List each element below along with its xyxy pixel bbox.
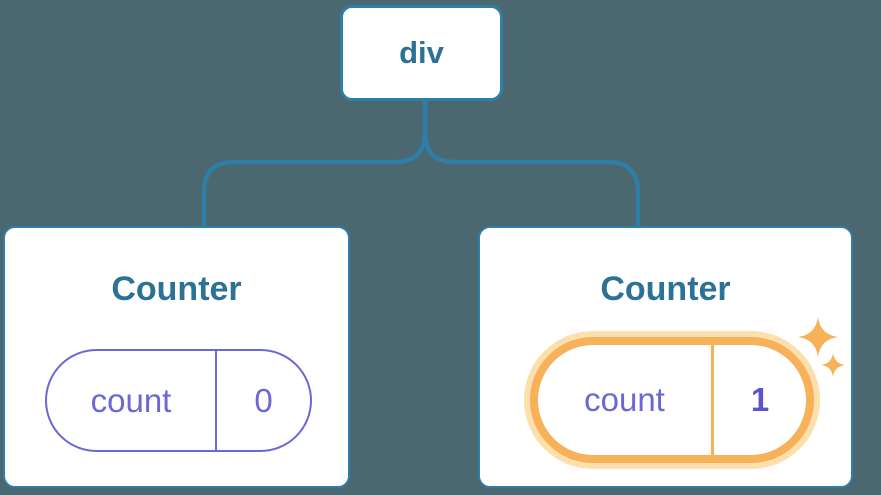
connector-left-branch xyxy=(201,101,428,229)
sparkle-icon xyxy=(798,317,845,377)
state-key-label: count xyxy=(584,381,665,418)
pill-divider xyxy=(215,351,217,450)
state-value: 1 xyxy=(750,381,770,418)
sparkle-small xyxy=(821,353,845,377)
pill-divider xyxy=(711,345,714,455)
component-title: Counter xyxy=(111,270,242,308)
connector-right-branch xyxy=(422,101,641,229)
tree-connector-lines xyxy=(201,101,641,229)
state-pill: count 0 xyxy=(45,349,312,452)
tree-node-div: div xyxy=(340,5,503,101)
state-value: 0 xyxy=(254,381,273,419)
counter-card-left: Counter count 0 xyxy=(3,226,350,488)
state-pill-highlight: count 1 xyxy=(524,331,820,469)
tree-node-div-label: div xyxy=(399,35,444,70)
counter-card-right: Counter count 1 xyxy=(478,226,853,488)
component-title: Counter xyxy=(600,270,731,308)
state-key-label: count xyxy=(90,381,172,419)
sparkle-large xyxy=(798,317,838,357)
state-pill: count 1 xyxy=(530,337,814,463)
